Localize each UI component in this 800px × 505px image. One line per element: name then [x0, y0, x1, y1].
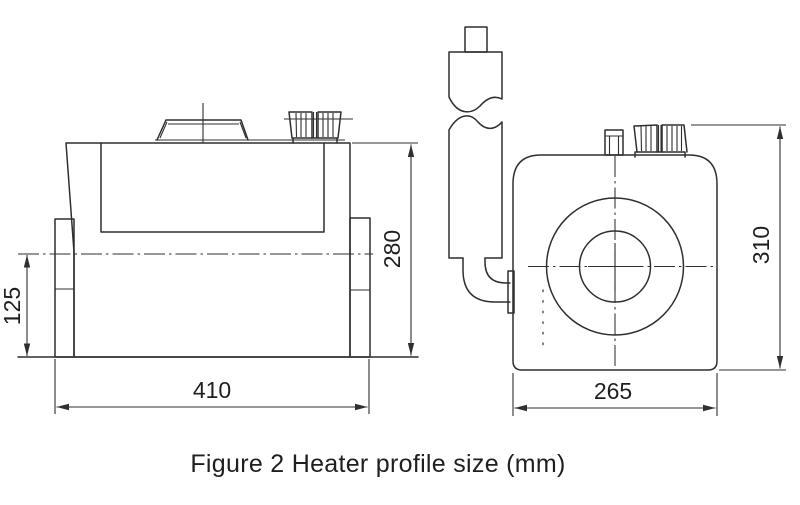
- intake-cover: [156, 103, 249, 143]
- fuel-cap-front: [633, 124, 688, 158]
- side-view: [17, 103, 419, 358]
- figure-caption: Figure 2 Heater profile size (mm): [190, 450, 565, 478]
- right-mount-bracket: [349, 217, 371, 358]
- dimension-265: 265: [512, 373, 718, 416]
- pipe-stub-cap: [604, 129, 624, 156]
- dimension-280: 280: [379, 144, 415, 356]
- exhaust-pipe: [448, 26, 515, 314]
- cap-base: [634, 151, 686, 158]
- heater-body-side-outline: [65, 142, 351, 358]
- exhaust-tip: [464, 26, 488, 53]
- dimension-label-280: 280: [379, 230, 405, 268]
- exhaust-elbow-inner: [484, 257, 511, 284]
- exhaust-lower-section: [448, 115, 503, 259]
- dimension-125: 125: [0, 255, 31, 356]
- exhaust-upper-section: [448, 51, 503, 113]
- dimension-label-125: 125: [0, 287, 25, 325]
- dimensions: 125 280 410 310 265: [0, 124, 786, 416]
- dimension-label-310: 310: [748, 226, 774, 264]
- exhaust-elbow-outer: [462, 257, 511, 303]
- left-mount-bracket: [54, 218, 75, 358]
- exhaust-flange: [507, 270, 515, 314]
- fuel-cap-side: [284, 111, 353, 144]
- upper-panel: [100, 142, 325, 233]
- heater-body-front-outline: [512, 154, 718, 371]
- front-view: [448, 26, 718, 371]
- dimension-310: 310: [691, 124, 786, 371]
- dimension-label-410: 410: [193, 377, 231, 403]
- dimension-410: 410: [54, 359, 370, 414]
- cap-base: [292, 137, 338, 144]
- dimension-label-265: 265: [594, 378, 632, 404]
